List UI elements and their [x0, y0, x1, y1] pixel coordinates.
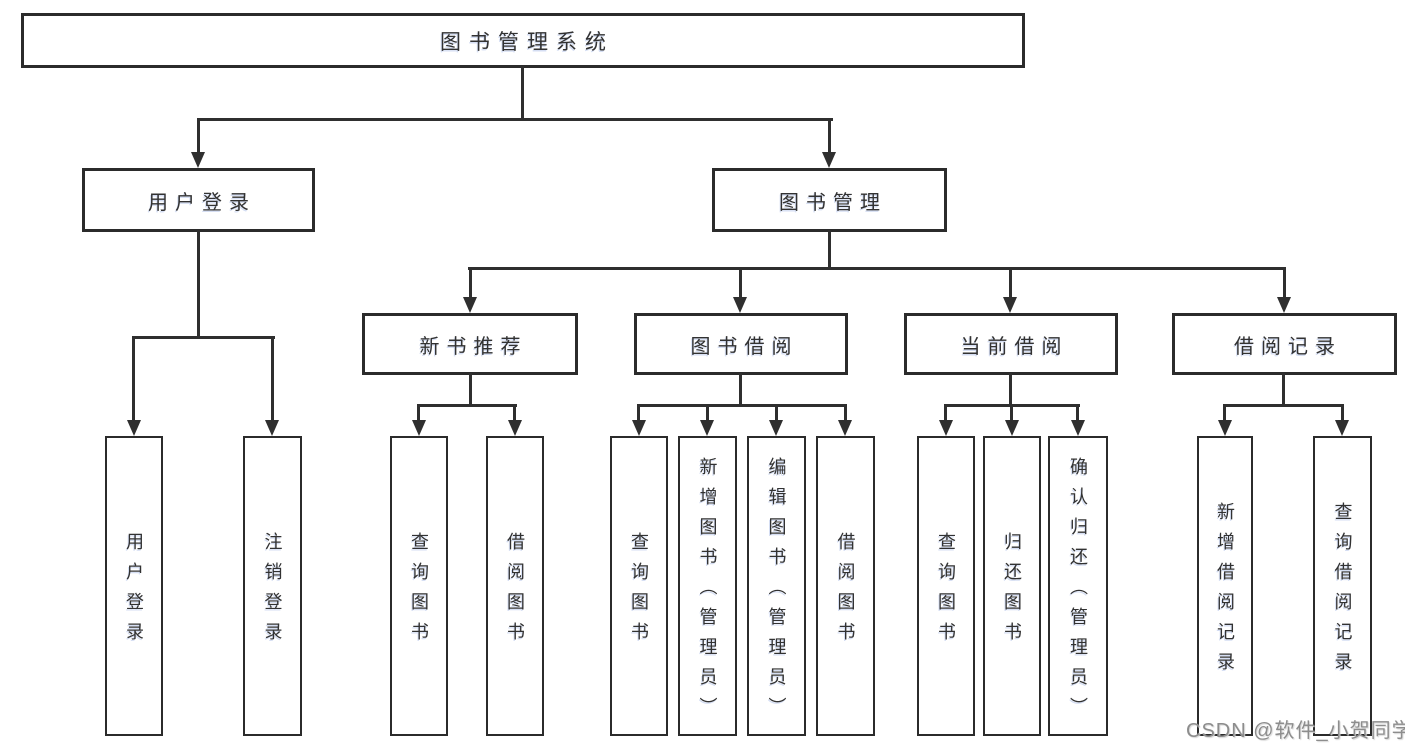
- arrowhead-down-icon: [838, 420, 852, 436]
- connector-stub-leaf: [944, 404, 947, 422]
- connector-stub-leaf: [417, 404, 420, 422]
- arrowhead-down-icon: [1218, 420, 1232, 436]
- node-current-borrowing: 当前借阅: [904, 313, 1118, 375]
- arrowhead-down-icon: [700, 420, 714, 436]
- leaf-add-borrow-record: 新增借阅记录: [1197, 436, 1253, 736]
- arrowhead-down-icon: [191, 152, 205, 168]
- arrowhead-down-icon: [127, 420, 141, 436]
- csdn-watermark: CSDN @软件_小贺同学: [1186, 720, 1405, 742]
- arrowhead-down-icon: [508, 420, 522, 436]
- arrowhead-down-icon: [412, 420, 426, 436]
- connector-stub-book-borrowing: [739, 267, 742, 299]
- leaf-query-books: 查询图书: [610, 436, 668, 736]
- connector-stub-leaf: [513, 404, 516, 422]
- node-library-management-system: 图书管理系统: [21, 13, 1025, 68]
- leaf-user-login: 用户登录: [105, 436, 163, 736]
- connector-borrowing-records-horizontal: [1223, 404, 1344, 407]
- connector-stub-leaf: [637, 404, 640, 422]
- connector-stub-leaf: [1341, 404, 1344, 422]
- connector-borrowing-records-vertical: [1282, 373, 1285, 407]
- leaf-confirm-return-admin: 确认归还（管理员）: [1048, 436, 1108, 736]
- connector-current-borrowing-vertical: [1009, 373, 1012, 407]
- arrowhead-down-icon: [265, 420, 279, 436]
- connector-stub-current-borrowing: [1009, 267, 1012, 299]
- leaf-edit-books-admin: 编辑图书（管理员）: [747, 436, 806, 736]
- connector-book-borrowing-vertical: [739, 373, 742, 407]
- node-book-borrowing: 图书借阅: [634, 313, 848, 375]
- connector-stub-leaf: [1223, 404, 1226, 422]
- connector-new-book-horizontal: [417, 404, 517, 407]
- connector-new-book-vertical: [469, 373, 472, 407]
- connector-stub-borrowing-records: [1283, 267, 1286, 299]
- connector-root-vertical: [521, 66, 524, 119]
- arrowhead-down-icon: [1005, 420, 1019, 436]
- node-book-management: 图书管理: [712, 168, 947, 232]
- node-borrowing-records: 借阅记录: [1172, 313, 1397, 375]
- leaf-query-books: 查询图书: [390, 436, 448, 736]
- leaf-add-books-admin: 新增图书（管理员）: [678, 436, 737, 736]
- connector-stub-leaf: [844, 404, 847, 422]
- arrowhead-down-icon: [1335, 420, 1349, 436]
- connector-stub-book-management: [828, 118, 831, 153]
- arrowhead-down-icon: [463, 297, 477, 313]
- connector-stub-leaf-user-login: [132, 336, 135, 421]
- connector-stub-leaf: [1010, 404, 1013, 422]
- arrowhead-down-icon: [733, 297, 747, 313]
- arrowhead-down-icon: [1071, 420, 1085, 436]
- connector-user-login-horizontal: [132, 336, 275, 339]
- connector-stub-leaf: [1076, 404, 1079, 422]
- connector-user-login-vertical: [197, 230, 200, 338]
- connector-book-borrowing-horizontal: [637, 404, 847, 407]
- leaf-borrow-books: 借阅图书: [816, 436, 875, 736]
- leaf-query-borrow-record: 查询借阅记录: [1313, 436, 1372, 736]
- connector-stub-leaf: [775, 404, 778, 422]
- connector-stub-leaf-logout: [271, 336, 274, 421]
- connector-stub-new-book: [469, 267, 472, 299]
- leaf-logout: 注销登录: [243, 436, 302, 736]
- leaf-return-books: 归还图书: [983, 436, 1041, 736]
- leaf-borrow-books: 借阅图书: [486, 436, 544, 736]
- connector-stub-leaf: [706, 404, 709, 422]
- connector-book-management-horizontal: [468, 267, 1286, 270]
- arrowhead-down-icon: [1003, 297, 1017, 313]
- leaf-query-books: 查询图书: [917, 436, 975, 736]
- arrowhead-down-icon: [1277, 297, 1291, 313]
- connector-root-horizontal: [197, 118, 833, 121]
- arrowhead-down-icon: [822, 152, 836, 168]
- arrowhead-down-icon: [632, 420, 646, 436]
- node-new-book-recommend: 新书推荐: [362, 313, 578, 375]
- arrowhead-down-icon: [769, 420, 783, 436]
- arrowhead-down-icon: [939, 420, 953, 436]
- connector-book-management-vertical: [828, 230, 831, 270]
- node-user-login: 用户登录: [82, 168, 315, 232]
- connector-stub-user-login: [197, 118, 200, 153]
